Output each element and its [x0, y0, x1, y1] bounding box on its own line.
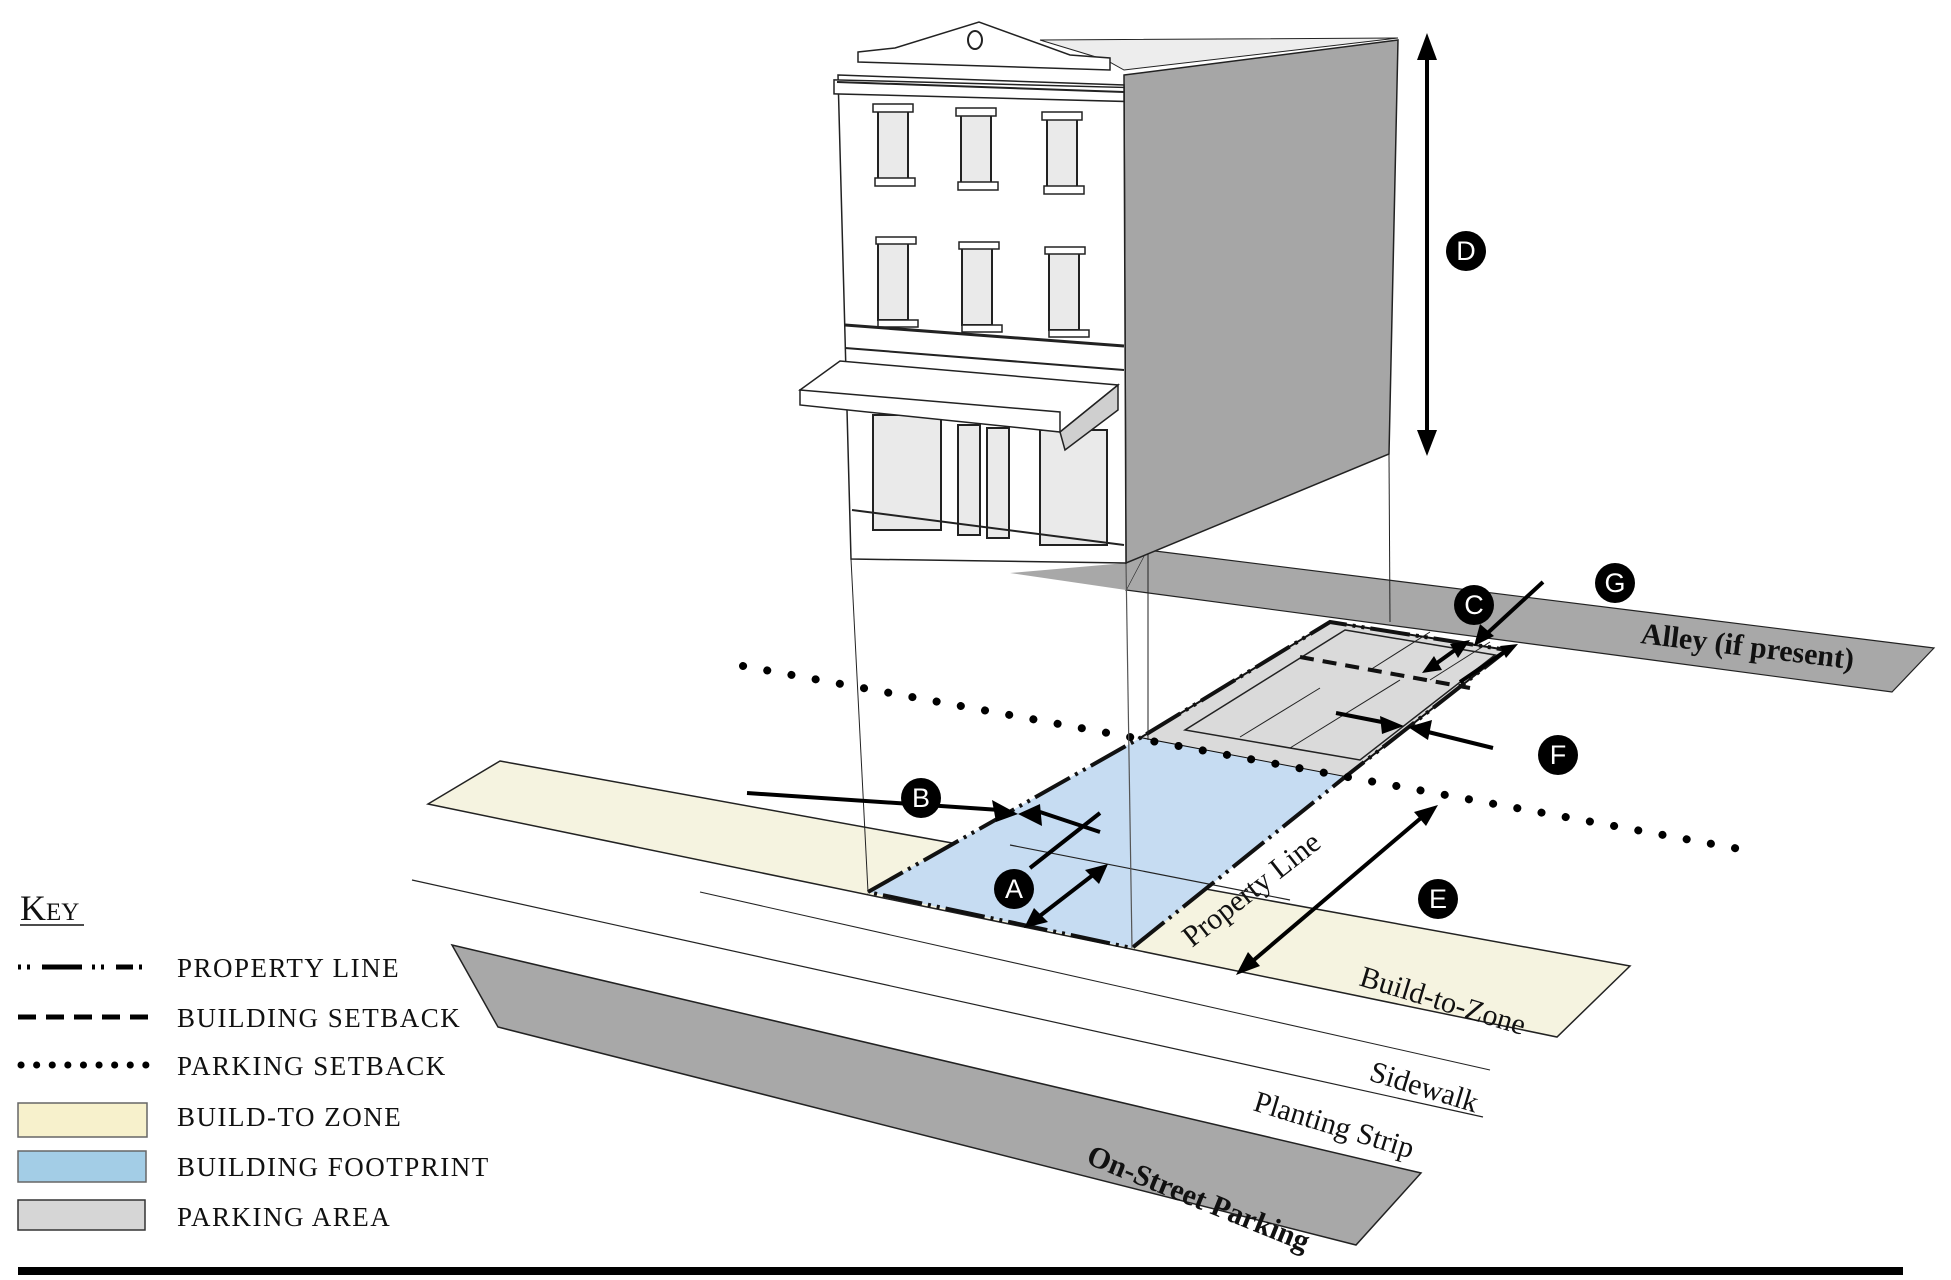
window-sills	[872, 103, 1090, 338]
planting-strip-line	[411, 879, 1484, 1118]
svg-text:C: C	[1464, 590, 1484, 620]
svg-text:PARKING AREA: PARKING AREA	[177, 1202, 391, 1232]
parking-side-setback-arrow-f	[1335, 711, 1494, 750]
rear-building-setback-line	[1299, 655, 1471, 690]
legend-item-parking-setback: PARKING SETBACK	[17, 1051, 447, 1081]
svg-text:BUILDING FOOTPRINT: BUILDING FOOTPRINT	[177, 1152, 490, 1182]
legend: Key PROPERTY LINE BUILDING SETBACK PARKI…	[17, 888, 490, 1232]
svg-text:BUILDING SETBACK: BUILDING SETBACK	[177, 1003, 461, 1033]
build-to-zone-swatch	[17, 1102, 148, 1138]
awning-front	[799, 389, 1061, 433]
badge-a: A	[994, 869, 1034, 909]
legend-item-building-footprint: BUILDING FOOTPRINT	[17, 1150, 490, 1183]
building-side-wall	[1123, 39, 1399, 565]
sidewalk-line	[699, 891, 1491, 1071]
badge-b: B	[901, 778, 941, 818]
legend-item-building-setback: BUILDING SETBACK	[18, 1003, 461, 1033]
parking-lot-inner	[1182, 629, 1497, 761]
building	[798, 21, 1399, 565]
awning-side	[1059, 383, 1119, 452]
building-footprint-swatch	[17, 1150, 147, 1183]
building-shadow	[1010, 550, 1147, 590]
parking-stripe	[1429, 641, 1491, 681]
projection-line	[1125, 562, 1133, 949]
storefront-base	[851, 509, 1125, 546]
svg-text:A: A	[1005, 874, 1023, 904]
projection-line	[850, 558, 869, 893]
build-to-zone-depth-arrow-e	[1236, 805, 1438, 975]
cornice-band	[836, 81, 1125, 93]
height-dimension-arrow	[1417, 33, 1437, 456]
legend-item-property-line: PROPERTY LINE	[18, 953, 400, 983]
svg-text:PROPERTY LINE: PROPERTY LINE	[177, 953, 400, 983]
side-setback-arrow-b	[746, 791, 1101, 834]
svg-text:BUILD-TO ZONE: BUILD-TO ZONE	[177, 1102, 402, 1132]
parking-stripe	[1369, 631, 1431, 671]
legend-item-build-to-zone: BUILD-TO ZONE	[17, 1102, 402, 1138]
svg-text:D: D	[1456, 236, 1476, 266]
svg-text:E: E	[1429, 884, 1447, 914]
svg-text:B: B	[912, 783, 930, 813]
projection-line	[1388, 453, 1391, 623]
building-roof	[1039, 37, 1399, 71]
svg-text:F: F	[1550, 740, 1567, 770]
floor-band	[844, 347, 1125, 371]
svg-text:PARKING SETBACK: PARKING SETBACK	[177, 1051, 447, 1081]
on-street-parking-band	[450, 943, 1423, 1246]
parking-setback-line	[739, 662, 1749, 854]
bottom-rule	[18, 1267, 1903, 1275]
floor-band	[844, 323, 1125, 348]
legend-item-parking-area: PARKING AREA	[17, 1199, 391, 1232]
parking-rear-arrow-g	[1458, 580, 1545, 684]
parking-stripe	[1239, 687, 1321, 738]
badge-d: D	[1446, 231, 1486, 271]
front-setback-line	[1009, 844, 1291, 901]
svg-text:G: G	[1604, 568, 1625, 598]
parking-area-swatch	[17, 1199, 146, 1231]
storefront	[872, 414, 1108, 546]
building-footprint	[868, 738, 1345, 948]
alley-band	[1125, 549, 1936, 693]
building-pediment	[857, 21, 1111, 71]
badge-f: F	[1538, 735, 1578, 775]
rear-setback-arrow-c	[1422, 640, 1470, 673]
front-setback-arrow	[1024, 811, 1108, 928]
badge-g: G	[1595, 563, 1635, 603]
pediment-oculus	[967, 30, 983, 50]
badge-c: C	[1454, 585, 1494, 625]
legend-title: Key	[20, 888, 79, 928]
badge-e: E	[1418, 879, 1458, 919]
